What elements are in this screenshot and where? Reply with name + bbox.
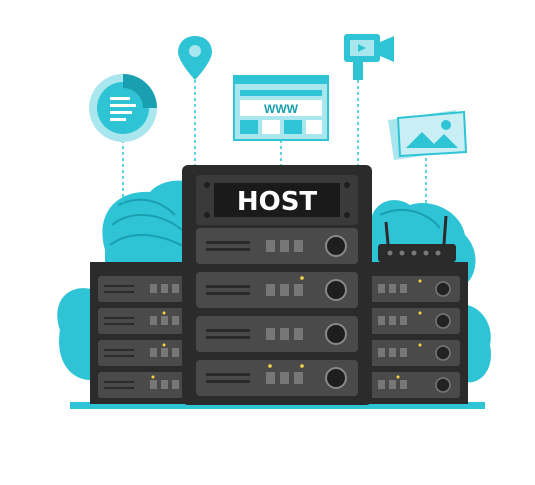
photo-icon bbox=[388, 110, 468, 160]
base-platform bbox=[70, 402, 485, 409]
browser-window-icon: WWW bbox=[233, 75, 329, 141]
www-label: WWW bbox=[264, 102, 299, 116]
map-pin-icon bbox=[178, 36, 212, 80]
host-label-plate bbox=[214, 183, 340, 217]
host-label: HOST bbox=[237, 187, 318, 217]
left-server-rack bbox=[90, 262, 190, 404]
pie-chart-icon bbox=[89, 74, 157, 142]
video-camera-icon bbox=[344, 34, 394, 80]
right-server-rack bbox=[368, 262, 468, 404]
center-server-tower: HOST bbox=[182, 165, 372, 405]
router-icon bbox=[378, 215, 456, 262]
